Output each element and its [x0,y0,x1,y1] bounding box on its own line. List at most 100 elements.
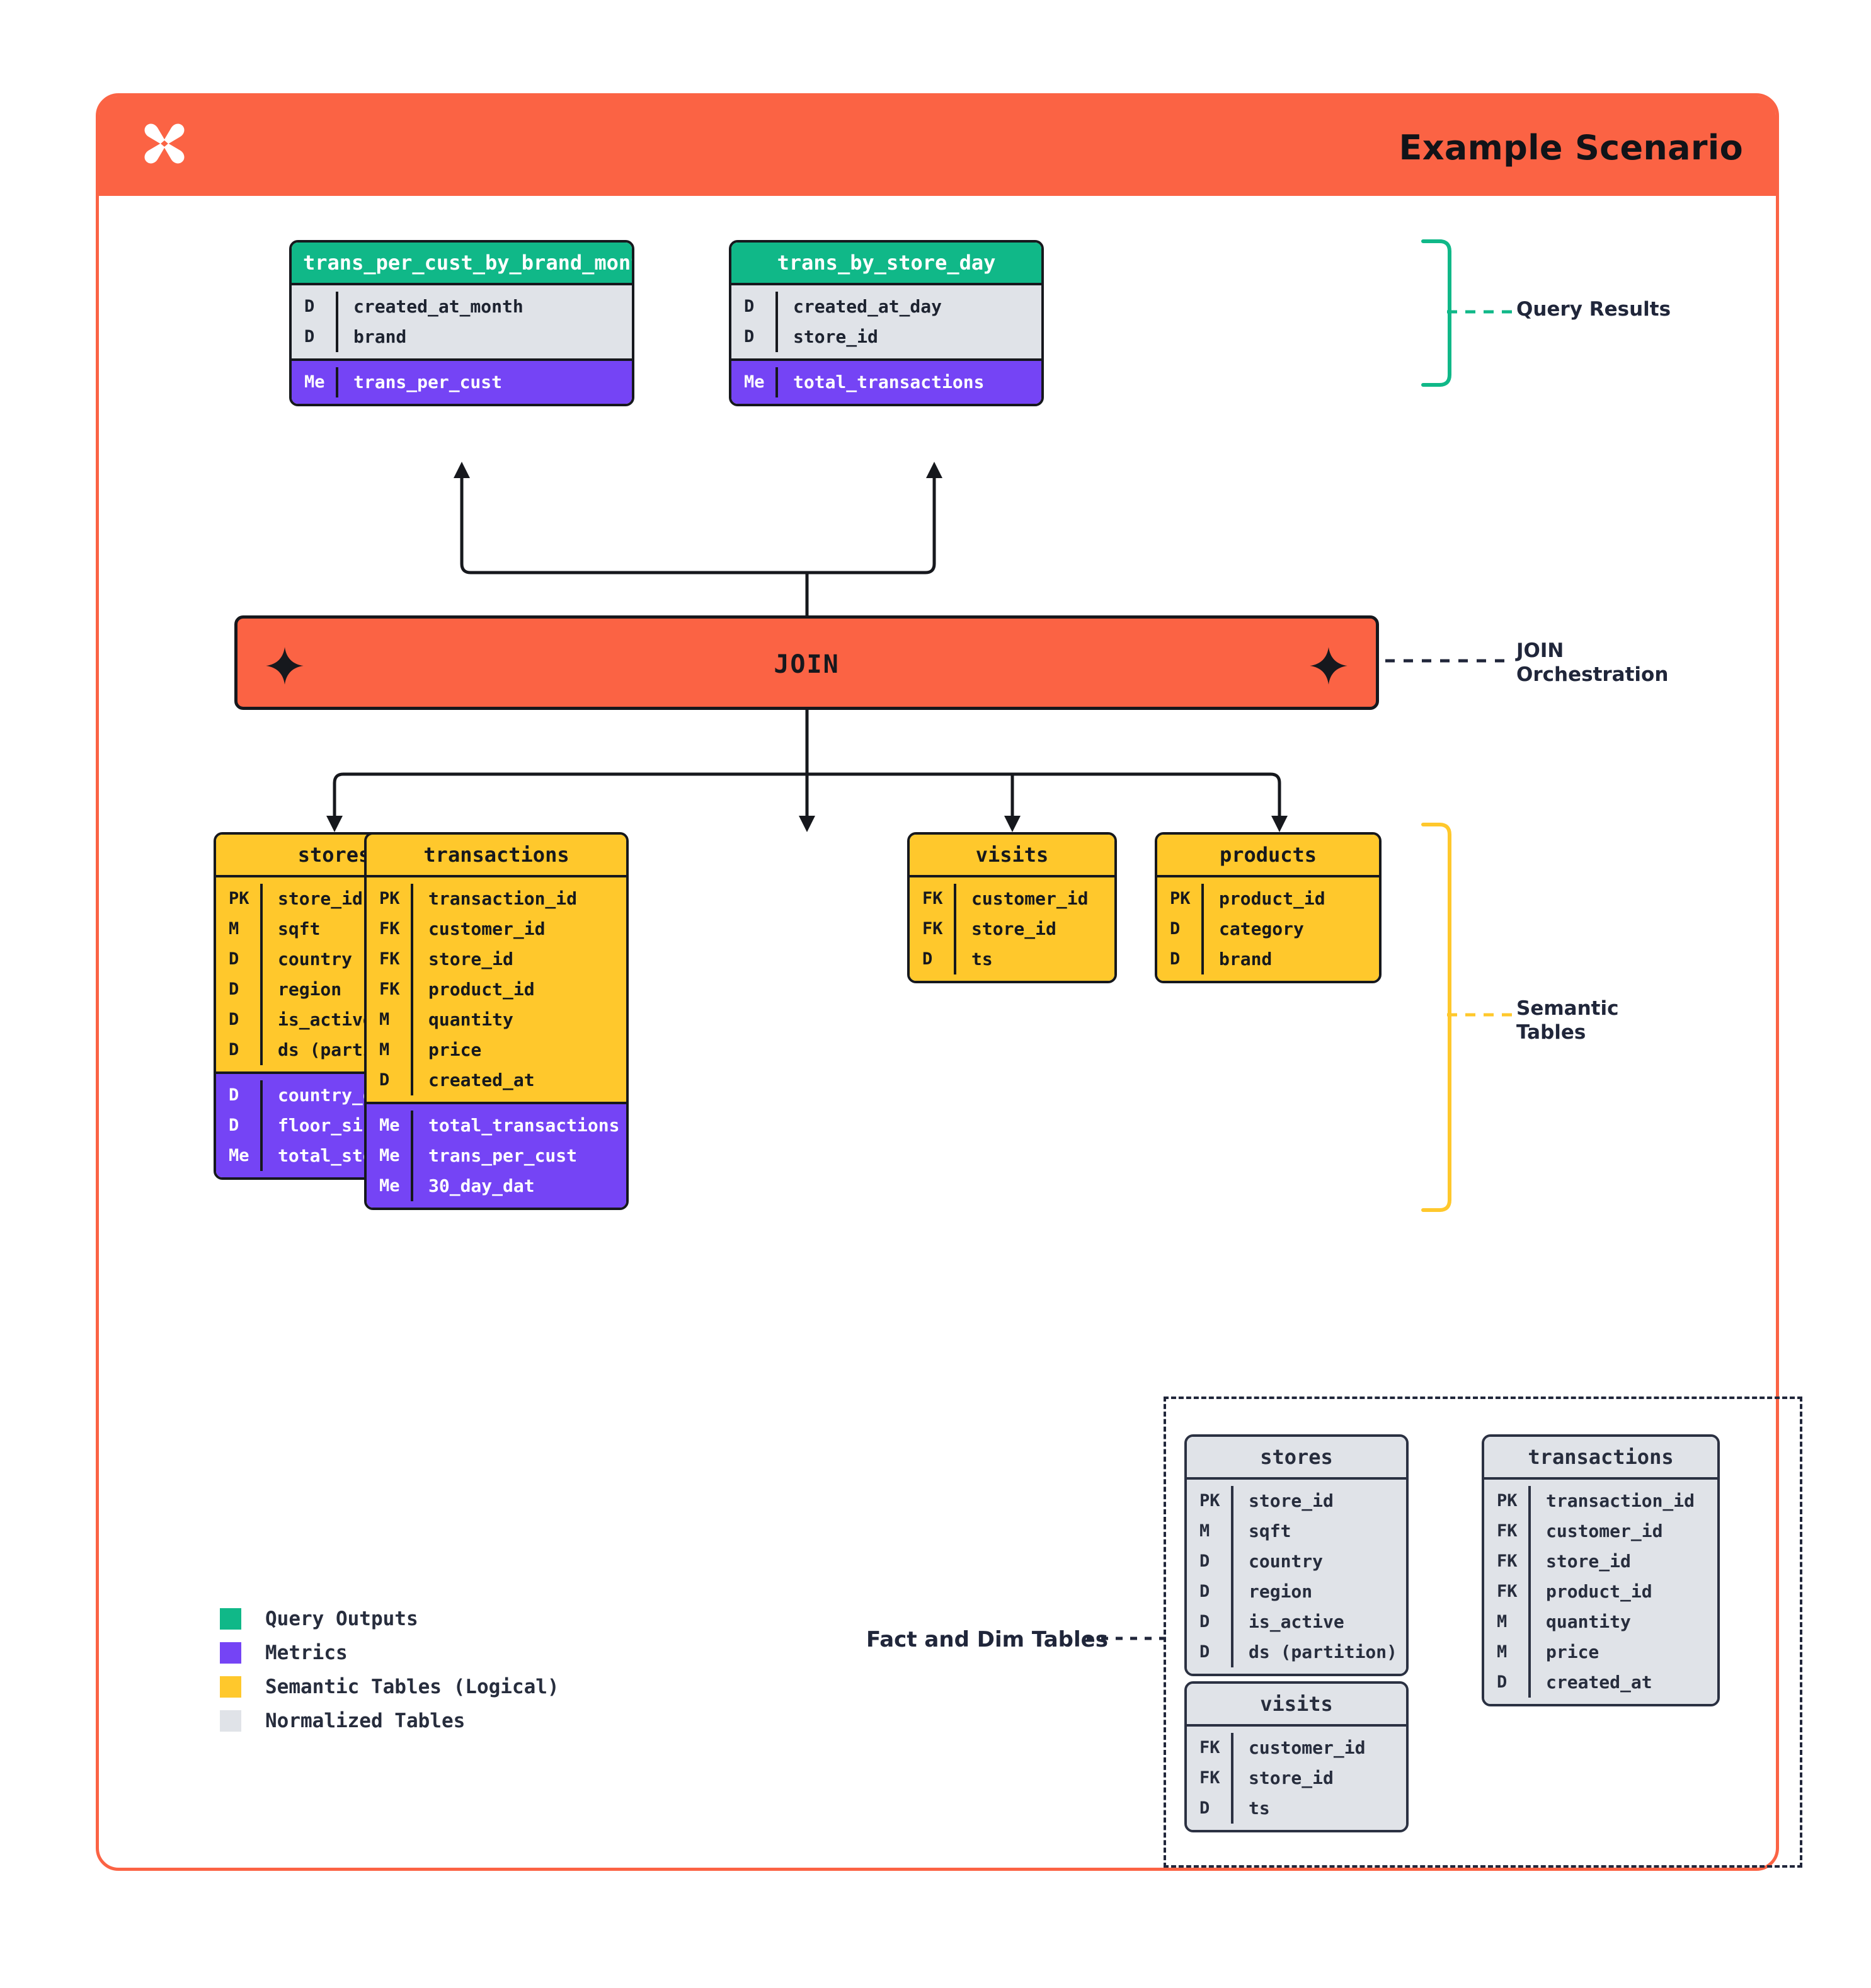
key-badge: FK [379,919,400,939]
table-title: trans_by_store_day [731,243,1041,283]
annotation-semantic-tables: Semantic Tables [1516,997,1619,1044]
fields-group: PK M D D D D store_id sqft country regio… [1187,1477,1406,1674]
key-badge: D [1199,1612,1210,1631]
key-badge: D [1497,1672,1508,1692]
legend-item-metrics: Metrics [220,1636,559,1670]
legend-item-normalized-tables: Normalized Tables [220,1704,559,1738]
field-name: store_id [971,918,1056,939]
semantic-table-transactions-main[interactable]: transactions PK FK FK FK M M D transacti… [364,832,629,1210]
query-results-leader-line [1447,310,1515,314]
key-badge: FK [379,949,400,969]
table-title: visits [910,835,1114,875]
key-badge: M [1497,1642,1508,1662]
key-badge: D [1199,1551,1210,1571]
fields-group: FK FK D customer_id store_id ts [910,875,1114,981]
metric-name: total_transactions [793,372,985,392]
field-name: product_id [1546,1581,1652,1602]
key-badge: D [229,1010,239,1029]
legend-item-semantic-tables: Semantic Tables (Logical) [220,1670,559,1704]
field-name: ts [971,949,993,969]
table-title: transactions [367,835,626,875]
field-name: country [278,949,353,969]
semantic-table-products[interactable]: products PK D D product_id category bran… [1155,832,1382,983]
metric-name: 30_day_dat [428,1175,535,1196]
legend-label: Query Outputs [265,1608,418,1630]
field-name: quantity [428,1009,513,1030]
field-name: quantity [1546,1611,1631,1632]
legend-label: Normalized Tables [265,1710,466,1732]
legend: Query Outputs Metrics Semantic Tables (L… [220,1602,559,1738]
join-orchestration-bar[interactable]: JOIN [234,615,1379,710]
join-label: JOIN [774,650,840,679]
legend-swatch-semantic-tables [220,1676,241,1698]
key-badge: D [379,1070,390,1090]
key-badge: D [1170,949,1181,969]
query-result-table-trans-per-cust-by-brand-month[interactable]: trans_per_cust_by_brand_month D D create… [289,240,634,406]
page-title: Example Scenario [1399,128,1743,168]
semantic-tables-bracket [1421,823,1451,1212]
normalized-table-stores[interactable]: stores PK M D D D D store_id sqft countr… [1184,1434,1409,1676]
key-badge: D [304,297,315,316]
legend-swatch-normalized-tables [220,1710,241,1732]
legend-item-query-outputs: Query Outputs [220,1602,559,1636]
key-badge: D [304,327,315,346]
key-badge: PK [1170,889,1191,908]
key-badge: D [1199,1798,1210,1818]
key-badge: FK [1199,1738,1220,1757]
key-badge: D [744,297,755,316]
normalized-table-visits[interactable]: visits FK FK D customer_id store_id ts [1184,1681,1409,1832]
dimensions-group: D D created_at_day store_id [731,283,1041,358]
fields-group: FK FK D customer_id store_id ts [1187,1724,1406,1830]
table-title: stores [1187,1437,1406,1477]
key-badge: M [379,1010,390,1029]
field-name: store_id [278,888,363,909]
key-badge: M [1199,1521,1210,1541]
key-badge: D [229,1085,239,1105]
legend-label: Metrics [265,1642,348,1664]
legend-swatch-metrics [220,1642,241,1664]
field-name: country [1249,1551,1324,1572]
key-badge: D [229,1040,239,1060]
annotation-join-orchestration: JOIN Orchestration [1516,639,1669,686]
key-badge: PK [1199,1491,1220,1511]
key-badge: D [229,1116,239,1135]
field-name: region [278,979,342,1000]
field-name: price [1546,1642,1599,1662]
semantic-table-visits[interactable]: visits FK FK D customer_id store_id ts [907,832,1117,983]
legend-label: Semantic Tables (Logical) [265,1676,559,1698]
key-badge: FK [1199,1768,1220,1788]
key-badge: PK [379,889,400,908]
field-name: store_id [1249,1490,1334,1511]
field-name: ds (partition) [1249,1642,1398,1662]
field-name: is_active [278,1009,374,1030]
field-name: customer_id [971,888,1089,909]
key-badge: Me [379,1146,400,1165]
field-name: created_at_day [793,296,942,317]
fields-group: PK D D product_id category brand [1157,875,1379,981]
key-badge: M [379,1040,390,1060]
field-name: is_active [1249,1611,1344,1632]
key-badge: D [922,949,933,969]
field-name: store_id [1546,1551,1631,1572]
normalized-table-transactions[interactable]: transactions PK FK FK FK M M D transacti… [1482,1434,1720,1706]
field-name: created_at [428,1070,535,1090]
key-badge: FK [922,919,943,939]
metrics-group: Me total_transactions [731,358,1041,404]
key-badge: FK [379,980,400,999]
semantic-tables-leader-line [1447,1013,1515,1017]
field-name: price [428,1039,482,1060]
field-name: store_id [428,949,513,969]
fields-group: PK FK FK FK M M D transaction_id custome… [1484,1477,1717,1704]
query-result-table-trans-by-store-day[interactable]: trans_by_store_day D D created_at_day st… [729,240,1044,406]
legend-swatch-query-outputs [220,1608,241,1630]
field-name: brand [1219,949,1273,969]
key-badge: D [1199,1582,1210,1601]
key-badge: D [229,980,239,999]
field-name: created_at [1546,1672,1652,1693]
key-badge: Me [229,1146,249,1165]
annotation-query-results: Query Results [1516,298,1671,321]
key-badge: FK [1497,1551,1518,1571]
key-badge: FK [922,889,943,908]
field-name: store_id [793,326,878,347]
key-badge: D [229,949,239,969]
